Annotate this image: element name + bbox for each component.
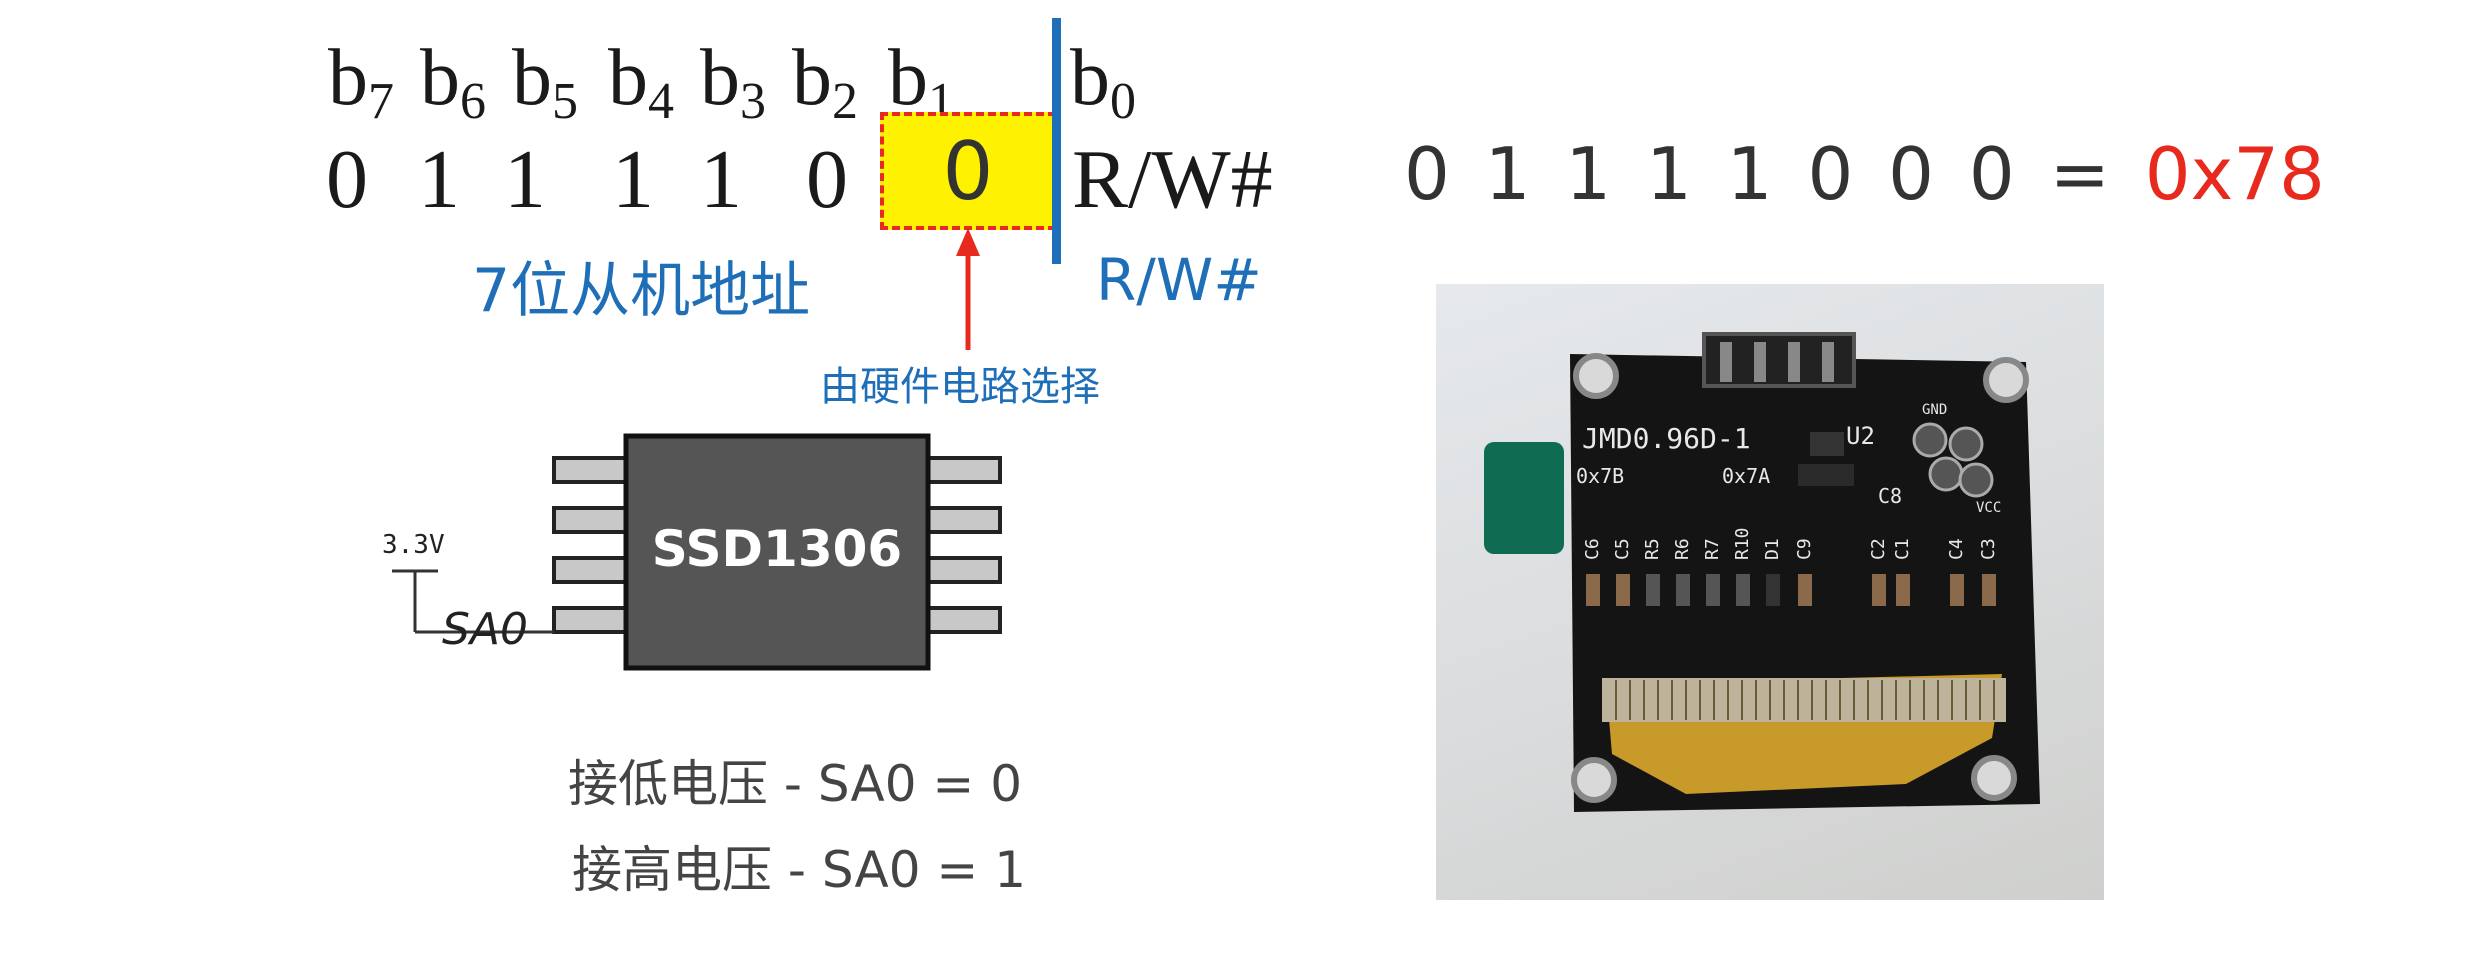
bit-value-b4: 1 bbox=[612, 133, 654, 226]
hardware-caption: 由硬件电路选择 bbox=[820, 364, 1100, 410]
bit-value-b6: 1 bbox=[418, 133, 460, 226]
chip-pin-left-4 bbox=[552, 606, 628, 634]
component-c3: C3 bbox=[1978, 538, 1999, 560]
component-d1: D1 bbox=[1762, 538, 1783, 560]
bit-value-b5: 1 bbox=[504, 133, 546, 226]
bit-label-b3: b3 bbox=[700, 34, 766, 130]
component-c6: C6 bbox=[1582, 538, 1603, 560]
component-c1: C1 bbox=[1892, 538, 1913, 560]
rw-bit-value: R/W# bbox=[1072, 133, 1273, 226]
bit-label-b0: b0 bbox=[1070, 34, 1136, 130]
oled-board-drawing bbox=[1484, 332, 2040, 812]
note-high-voltage: 接高电压 - SA0 = 1 bbox=[572, 841, 1027, 899]
board-vcc-label: VCC bbox=[1976, 500, 2002, 516]
red-arrow-icon bbox=[956, 228, 980, 350]
component-r6: R6 bbox=[1672, 538, 1693, 560]
bit-value-b2: 0 bbox=[806, 133, 848, 226]
bit-value-b1: 0 bbox=[942, 124, 994, 218]
bit-value-b7: 0 bbox=[326, 133, 368, 226]
component-r7: R7 bbox=[1702, 538, 1723, 560]
chip-pin-left-2 bbox=[552, 506, 628, 534]
bit-label-b6: b6 bbox=[420, 34, 486, 130]
chip-pin-right-4 bbox=[926, 606, 1002, 634]
bit-label-b7: b7 bbox=[328, 34, 394, 130]
binary-value: 0 1 1 1 1 0 0 0 = bbox=[1404, 132, 2116, 216]
component-c4: C4 bbox=[1946, 538, 1967, 560]
board-addr-left: 0x7B bbox=[1576, 464, 1625, 488]
voltage-label: 3.3V bbox=[382, 530, 445, 560]
board-addr-right: 0x7A bbox=[1722, 464, 1771, 488]
b1-highlight-box: 0 bbox=[880, 112, 1056, 230]
component-r5: R5 bbox=[1642, 538, 1663, 560]
component-c2: C2 bbox=[1868, 538, 1889, 560]
bit-value-b3: 1 bbox=[700, 133, 742, 226]
oled-board-photo: JMD0.96D-1 U2 0x7B 0x7A C8 GND VCC C6 C5… bbox=[1436, 284, 2104, 900]
chip-pin-right-1 bbox=[926, 456, 1002, 484]
board-gnd-label: GND bbox=[1922, 402, 1948, 418]
board-u2-label: U2 bbox=[1846, 422, 1875, 450]
bit-label-b5: b5 bbox=[512, 34, 578, 130]
board-model-label: JMD0.96D-1 bbox=[1582, 422, 1751, 455]
board-c8-label: C8 bbox=[1878, 484, 1903, 508]
note-low-voltage: 接低电压 - SA0 = 0 bbox=[568, 755, 1023, 813]
chip-diagram bbox=[392, 433, 1002, 671]
sa0-pin-label: SA0 bbox=[442, 604, 529, 655]
rw-separator-line bbox=[1052, 18, 1061, 264]
chip-pin-left-1 bbox=[552, 456, 628, 484]
component-c5: C5 bbox=[1612, 538, 1633, 560]
board-component-labels: C6 C5 R5 R6 R7 R10 D1 C9 C2 C1 C4 C3 bbox=[1582, 527, 2022, 564]
bit-label-b2: b2 bbox=[792, 34, 858, 130]
component-c9: C9 bbox=[1794, 538, 1815, 560]
component-r10: R10 bbox=[1732, 527, 1753, 560]
chip-name: SSD1306 bbox=[651, 520, 903, 578]
address-caption: 7位从机地址 bbox=[472, 256, 811, 326]
chip-pin-right-3 bbox=[926, 556, 1002, 584]
hex-value: 0x78 bbox=[2144, 132, 2325, 216]
chip-body bbox=[623, 433, 931, 671]
address-equation: 0 1 1 1 1 0 0 0 = 0x78 bbox=[1404, 132, 2325, 216]
rw-caption: R/W# bbox=[1096, 246, 1262, 314]
bit-label-b4: b4 bbox=[608, 34, 674, 130]
chip-pin-left-3 bbox=[552, 556, 628, 584]
chip-pin-right-2 bbox=[926, 506, 1002, 534]
bit-label-b1: b1 bbox=[888, 34, 954, 130]
